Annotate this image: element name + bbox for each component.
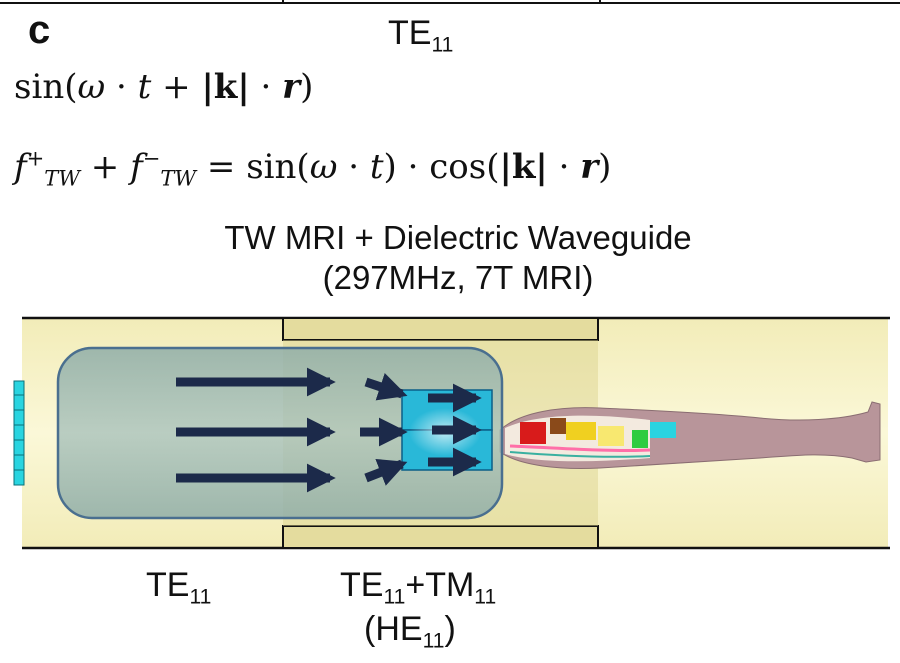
standing-wave-equation: f+TW + f−TW = sin(ω · t) · cos(|k| · r): [14, 145, 612, 191]
propagation-arrows: [176, 367, 482, 493]
diagram-title: TW MRI + Dielectric Waveguide: [224, 219, 692, 256]
hybrid-mode-label: (HE11): [364, 610, 456, 653]
patch-antenna: [13, 380, 25, 486]
traveling-wave-equation: sin(ω · t + |k| · r): [14, 67, 314, 107]
mode-label-top: TE11: [388, 14, 454, 57]
human-body-model: [499, 401, 881, 469]
arrow-upper-short: [364, 373, 408, 401]
rf-coil-top: [282, 317, 599, 341]
mode-label-left: TE11: [146, 566, 212, 609]
mode-label-middle: TE11+TM11: [340, 566, 497, 609]
arrow-lower-short: [364, 458, 408, 486]
panel-label: c: [28, 8, 51, 52]
rf-coil-bottom: [282, 525, 599, 549]
diagram-subtitle: (297MHz, 7T MRI): [322, 259, 594, 296]
